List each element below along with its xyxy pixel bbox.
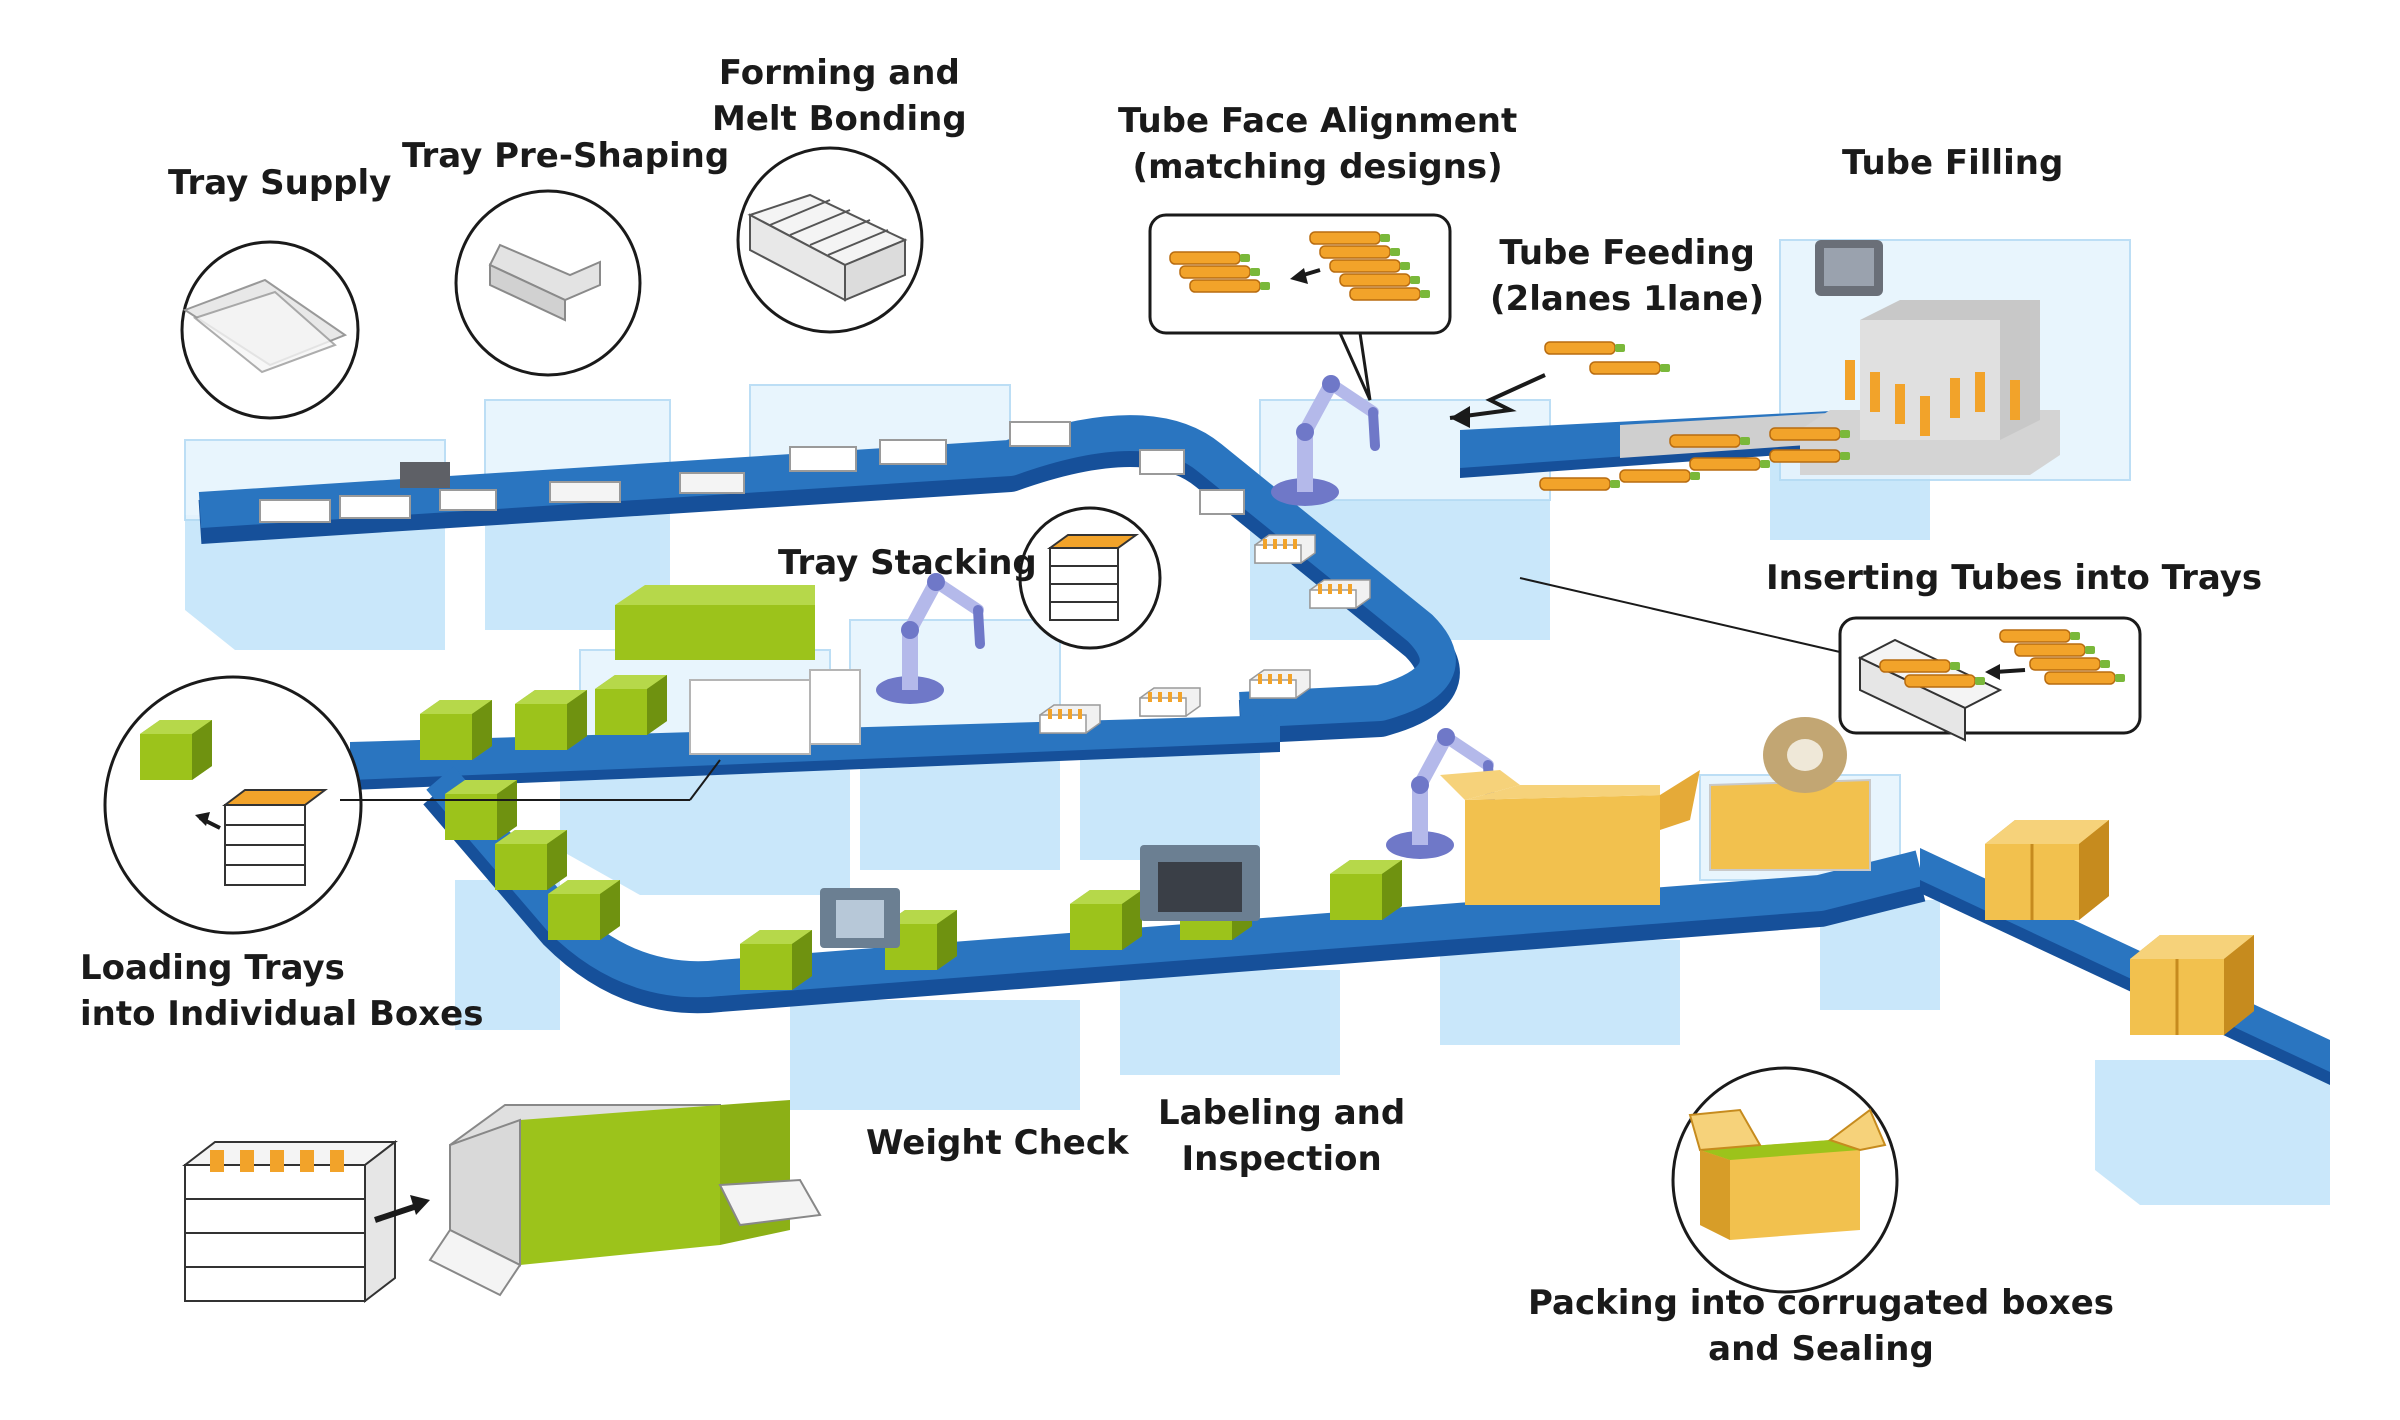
callout-loading-trays xyxy=(103,675,363,935)
tube-filling-machine xyxy=(1539,240,2060,491)
inspection-gates xyxy=(820,845,1260,948)
callout-packing xyxy=(1671,1066,1899,1294)
label-packing: Packing into corrugated boxes and Sealin… xyxy=(1528,1283,2115,1369)
callout-tray-pre-shaping xyxy=(454,189,642,377)
arrow-icon xyxy=(1449,341,1671,428)
callout-forming xyxy=(736,146,924,334)
label-forming: Forming and Melt Bonding xyxy=(712,53,967,139)
carton-icon xyxy=(1440,717,2256,1037)
label-labeling: Labeling and Inspection xyxy=(1158,1093,1406,1179)
label-loading-trays: Loading Trays into Individual Boxes xyxy=(80,948,484,1034)
label-weight-check: Weight Check xyxy=(866,1123,1129,1163)
callout-tube-face-alignment xyxy=(1148,213,1452,401)
label-tray-pre-shaping: Tray Pre-Shaping xyxy=(402,136,730,176)
machine-bases xyxy=(184,239,2330,1205)
label-tube-filling: Tube Filling xyxy=(1842,143,2064,183)
callout-tray-supply xyxy=(180,240,360,420)
tray-flow xyxy=(259,421,1372,735)
label-inserting-tubes: Inserting Tubes into Trays xyxy=(1766,558,2263,598)
label-tube-feeding: Tube Feeding (2lanes 1lane) xyxy=(1490,233,1765,319)
callout-tray-stacking xyxy=(1018,506,1162,650)
label-tube-face-alignment: Tube Face Alignment (matching designs) xyxy=(1118,101,1518,187)
product-box-flow xyxy=(420,585,1402,990)
callout-inserting-tubes xyxy=(1519,577,2142,742)
label-tray-supply: Tray Supply xyxy=(168,163,392,203)
label-tray-stacking: Tray Stacking xyxy=(778,543,1037,583)
leader-lines xyxy=(340,759,721,801)
tray-into-box-illustration xyxy=(182,1100,822,1304)
tube-icon xyxy=(1845,360,2020,436)
